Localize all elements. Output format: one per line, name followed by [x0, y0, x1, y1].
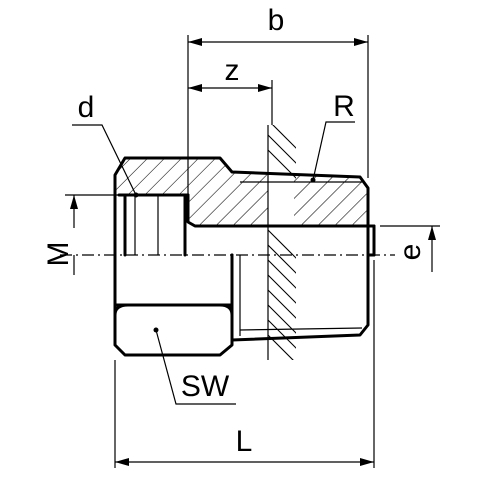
- extension-lines: [65, 35, 440, 468]
- label-z: z: [225, 54, 240, 87]
- label-e: e: [394, 244, 427, 261]
- label-d: d: [78, 91, 95, 124]
- label-L: L: [236, 425, 253, 458]
- mounting-wall: [267, 125, 296, 360]
- label-M: M: [42, 242, 75, 267]
- fitting-view-outline: [113, 224, 376, 357]
- label-b: b: [268, 4, 285, 37]
- label-SW: SW: [181, 370, 230, 403]
- label-R: R: [333, 90, 355, 123]
- fitting-section-outline: [113, 156, 370, 257]
- leader-lines: [72, 121, 355, 405]
